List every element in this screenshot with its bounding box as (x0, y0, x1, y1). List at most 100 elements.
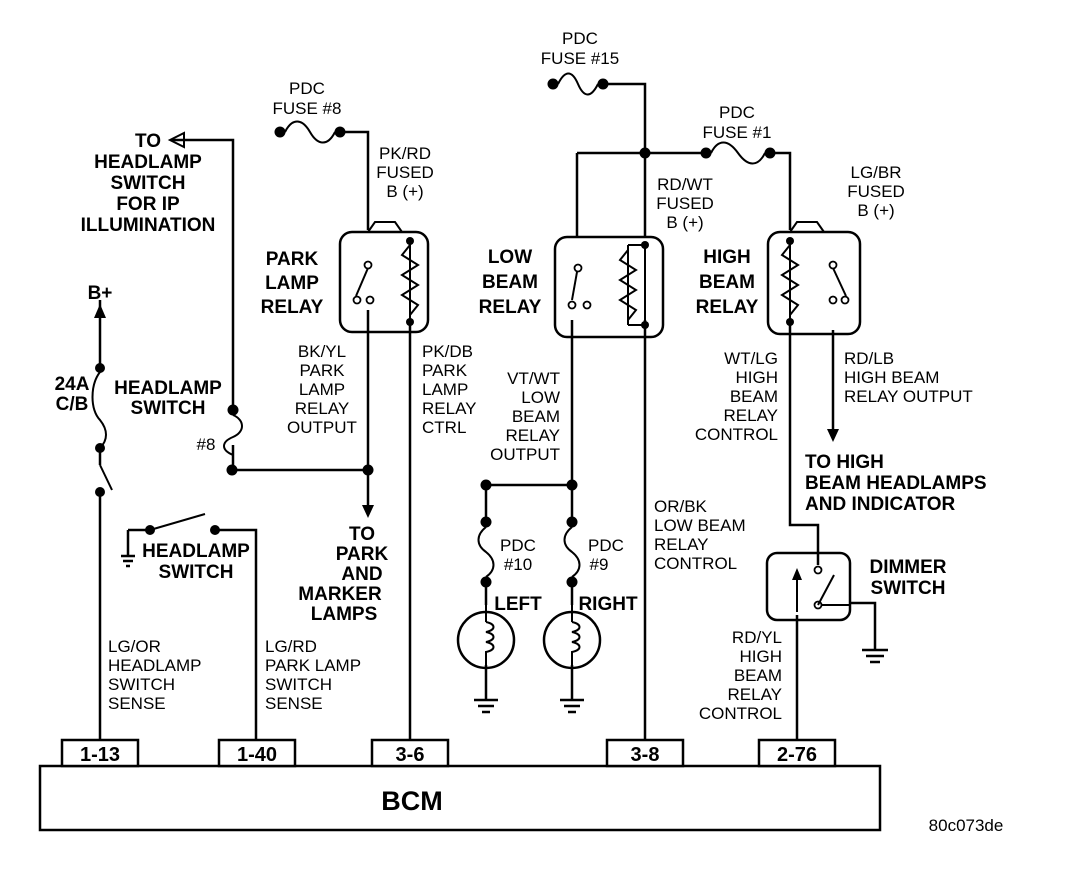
pk-db-line-4: RELAY (422, 399, 477, 418)
lg-br-fused-label: LG/BR FUSED B (+) (847, 163, 905, 220)
park-lamp-relay: PARK LAMP RELAY (261, 221, 430, 334)
rd-lb-line-3: RELAY OUTPUT (844, 387, 973, 406)
headlamp-switch-lower-label-1: HEADLAMP (142, 541, 250, 562)
rd-lb-line-1: RD/LB (844, 349, 894, 368)
wt-lg-line-5: CONTROL (695, 425, 778, 444)
or-bk-line-2: LOW BEAM (654, 516, 746, 535)
rd-wt-line-1: RD/WT (657, 175, 713, 194)
pk-rd-line-1: PK/RD (379, 144, 431, 163)
wt-lg-line-3: BEAM (730, 387, 778, 406)
lg-rd-line-2: PARK LAMP (265, 656, 361, 675)
high-beam-relay: HIGH BEAM RELAY (696, 221, 862, 336)
to-park-line-2: PARK (336, 544, 389, 565)
pk-rd-line-2: FUSED (376, 163, 434, 182)
headlamp-switch-upper-label-2: SWITCH (131, 398, 206, 419)
lg-br-line-3: B (+) (857, 201, 894, 220)
lg-or-line-1: LG/OR (108, 637, 161, 656)
to-park-line-3: AND (341, 564, 382, 585)
to-headlamp-switch-line-5: ILLUMINATION (81, 215, 216, 236)
park-relay-label-1: PARK (266, 249, 319, 270)
high-relay-label-1: HIGH (703, 247, 751, 268)
pdc-fuse-15-label-1: PDC (562, 29, 598, 48)
pdc-9-line-1: PDC (588, 536, 624, 555)
vt-wt-line-3: BEAM (512, 407, 560, 426)
pdc-fuse-15-label-2: FUSE #15 (541, 49, 619, 68)
park-relay-label-3: RELAY (261, 297, 324, 318)
headlamp-switch-lower: HEADLAMP SWITCH (142, 513, 250, 583)
pin-1-13: 1-13 (60, 738, 140, 768)
right-headlamp-circuit: PDC #9 RIGHT (542, 516, 638, 670)
to-park-marker-label: TO PARK AND MARKER LAMPS (298, 505, 388, 625)
figure-id: 80c073de (929, 816, 1004, 835)
to-headlamp-switch-line-2: HEADLAMP (94, 152, 202, 173)
park-wire-labels: BK/YL PARK LAMP RELAY OUTPUT PK/DB PARK … (287, 342, 476, 437)
pk-rd-fused-label: PK/RD FUSED B (+) (376, 144, 434, 201)
or-bk-line-4: CONTROL (654, 554, 737, 573)
fuse-8-small: #8 (197, 414, 243, 465)
pin-2-76-label: 2-76 (777, 744, 817, 766)
rd-yl-line-1: RD/YL (732, 628, 782, 647)
left-label: LEFT (494, 594, 542, 615)
vt-wt-line-1: VT/WT (507, 369, 560, 388)
pdc-10-line-1: PDC (500, 536, 536, 555)
or-bk-line-3: RELAY (654, 535, 709, 554)
pdc-fuse-8-label-1: PDC (289, 79, 325, 98)
headlamp-switch-upper-label-1: HEADLAMP (114, 378, 222, 399)
low-beam-output-label: VT/WT LOW BEAM RELAY OUTPUT (490, 369, 560, 464)
pdc-fuse-1-label-2: FUSE #1 (703, 123, 772, 142)
bk-yl-line-5: OUTPUT (287, 418, 357, 437)
pdc-fuse-8: PDC FUSE #8 (273, 79, 346, 144)
bk-yl-line-3: LAMP (299, 380, 345, 399)
bcm-module: BCM 1-13 1-40 3-6 3-8 2-76 (38, 738, 882, 832)
vt-wt-line-4: RELAY (506, 426, 561, 445)
pk-db-line-5: CTRL (422, 418, 466, 437)
to-high-line-3: AND INDICATOR (805, 494, 956, 515)
to-park-line-5: LAMPS (311, 604, 378, 625)
pin-3-8: 3-8 (605, 738, 685, 768)
pin-3-6: 3-6 (370, 738, 450, 768)
low-relay-label-2: BEAM (482, 272, 538, 293)
to-park-line-1: TO (349, 524, 375, 545)
rd-yl-line-4: RELAY (728, 685, 783, 704)
headlamp-switch-lower-label-2: SWITCH (159, 562, 234, 583)
bk-yl-line-2: PARK (299, 361, 345, 380)
wt-lg-line-4: RELAY (724, 406, 779, 425)
dimmer-switch: DIMMER SWITCH (765, 551, 947, 622)
vt-wt-line-2: LOW (521, 388, 560, 407)
wt-lg-line-1: WT/LG (724, 349, 778, 368)
lg-br-line-2: FUSED (847, 182, 905, 201)
bk-yl-line-4: RELAY (295, 399, 350, 418)
num-8-label: #8 (197, 435, 216, 454)
lg-rd-line-1: LG/RD (265, 637, 317, 656)
wt-lg-label: WT/LG HIGH BEAM RELAY CONTROL (695, 349, 778, 444)
rd-wt-line-2: FUSED (656, 194, 714, 213)
cb-24a-label-1: 24A (55, 374, 90, 395)
to-high-beam-label: TO HIGH BEAM HEADLAMPS AND INDICATOR (805, 429, 987, 515)
bk-yl-line-1: BK/YL (298, 342, 346, 361)
left-headlamp-circuit: PDC #10 LEFT (456, 516, 542, 670)
b-plus-label: B+ (88, 283, 113, 304)
lg-or-line-3: SWITCH (108, 675, 175, 694)
pin-3-6-label: 3-6 (396, 744, 425, 766)
low-beam-relay: LOW BEAM RELAY (479, 235, 665, 339)
pin-1-13-label: 1-13 (80, 744, 120, 766)
rd-wt-line-3: B (+) (666, 213, 703, 232)
pdc-fuse-1: PDC FUSE #1 (700, 103, 776, 165)
pk-db-line-3: LAMP (422, 380, 468, 399)
pdc-9-line-2: #9 (590, 555, 609, 574)
to-headlamp-switch-line-1: TO (135, 131, 161, 152)
junction-dots (226, 147, 651, 491)
rd-yl-line-2: HIGH (740, 647, 783, 666)
to-headlamp-switch-line-4: FOR IP (116, 194, 180, 215)
dimmer-label-1: DIMMER (869, 557, 946, 578)
to-park-line-4: MARKER (298, 584, 382, 605)
right-label: RIGHT (578, 594, 638, 615)
rd-lb-label: RD/LB HIGH BEAM RELAY OUTPUT (844, 349, 973, 406)
rd-wt-fused-label: RD/WT FUSED B (+) (656, 175, 714, 232)
lg-or-line-4: SENSE (108, 694, 166, 713)
pin-1-40-label: 1-40 (237, 744, 277, 766)
to-headlamp-switch-label: TO HEADLAMP SWITCH FOR IP ILLUMINATION (81, 131, 216, 236)
to-high-line-2: BEAM HEADLAMPS (805, 473, 987, 494)
bcm-label: BCM (381, 786, 443, 816)
lg-rd-line-4: SENSE (265, 694, 323, 713)
